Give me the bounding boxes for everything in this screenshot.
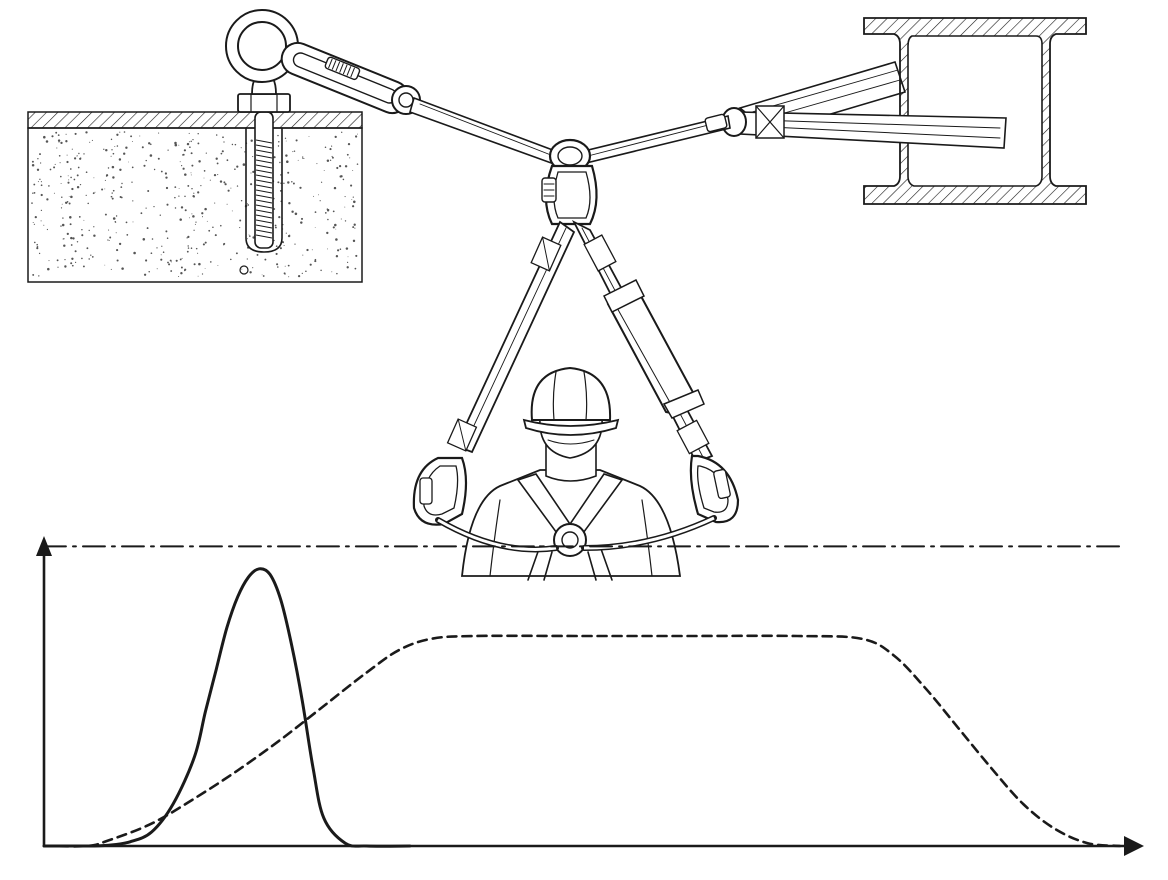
worker [435, 366, 717, 581]
i-beam-web-cavity [907, 35, 1043, 187]
y-lanyard [446, 219, 714, 464]
eye-ring-inner [237, 21, 287, 71]
steel-beam [721, 17, 1087, 205]
x-axis-arrow [1124, 836, 1144, 856]
series-dashed-line [42, 634, 1122, 848]
slab-surface-hatch [27, 111, 363, 129]
left-anchor-carabiner [280, 41, 410, 115]
drilled-hole [245, 127, 283, 253]
aggregate-stone [239, 265, 249, 275]
hard-hat [530, 366, 612, 421]
force-time-chart [36, 536, 1144, 856]
center-connector [541, 138, 598, 226]
left-anchor-strap [409, 96, 560, 166]
hex-nut [237, 93, 291, 113]
concrete-anchor [27, 9, 363, 283]
hard-hat-brim [522, 418, 620, 436]
anchor-lanyards [280, 41, 731, 166]
side-carabiners [412, 454, 740, 526]
energy-absorber [606, 294, 698, 414]
series-solid-line [42, 567, 412, 848]
bolt-thread [255, 139, 273, 239]
concrete-slab [27, 127, 363, 283]
chart-series [42, 545, 1122, 848]
